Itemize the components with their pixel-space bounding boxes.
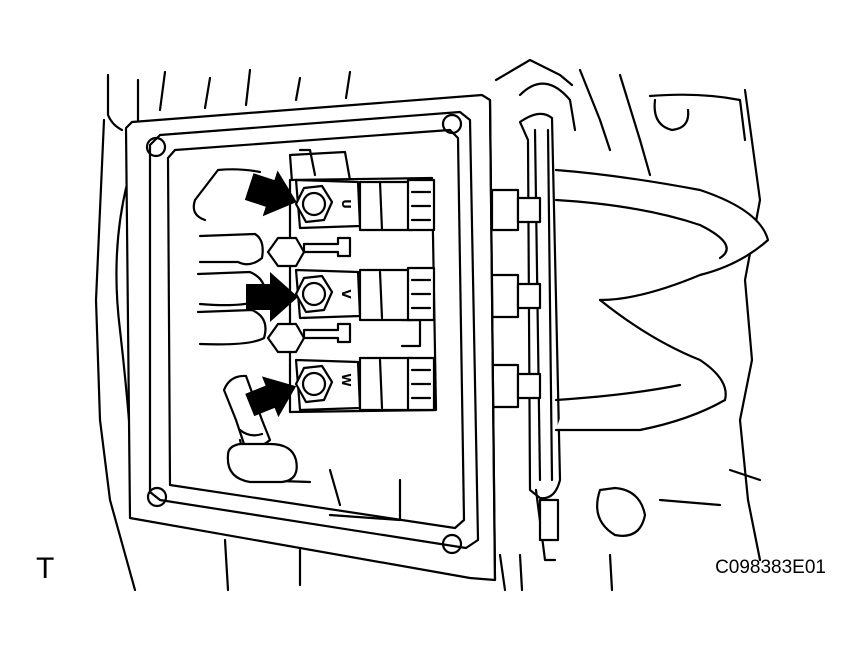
figure-code: C098383E01: [715, 557, 826, 578]
corner-label: T: [36, 552, 55, 585]
terminal-v: [294, 266, 436, 322]
cable-grommet: [222, 374, 298, 484]
bus-bar-tabs: [302, 236, 422, 348]
cover-bolt-holes: [145, 113, 463, 555]
housing-outline: [94, 58, 762, 592]
label-u: U: [339, 199, 353, 209]
wire-harness-bracket: [518, 112, 770, 562]
arrow-v: [246, 272, 298, 322]
label-v: V: [339, 289, 353, 299]
connector-stubs: [490, 188, 560, 542]
arrow-u: [244, 170, 297, 217]
label-w: W: [339, 373, 353, 386]
arrow-w: [245, 376, 297, 418]
terminal-w: [294, 356, 436, 412]
terminal-u: [294, 178, 436, 232]
